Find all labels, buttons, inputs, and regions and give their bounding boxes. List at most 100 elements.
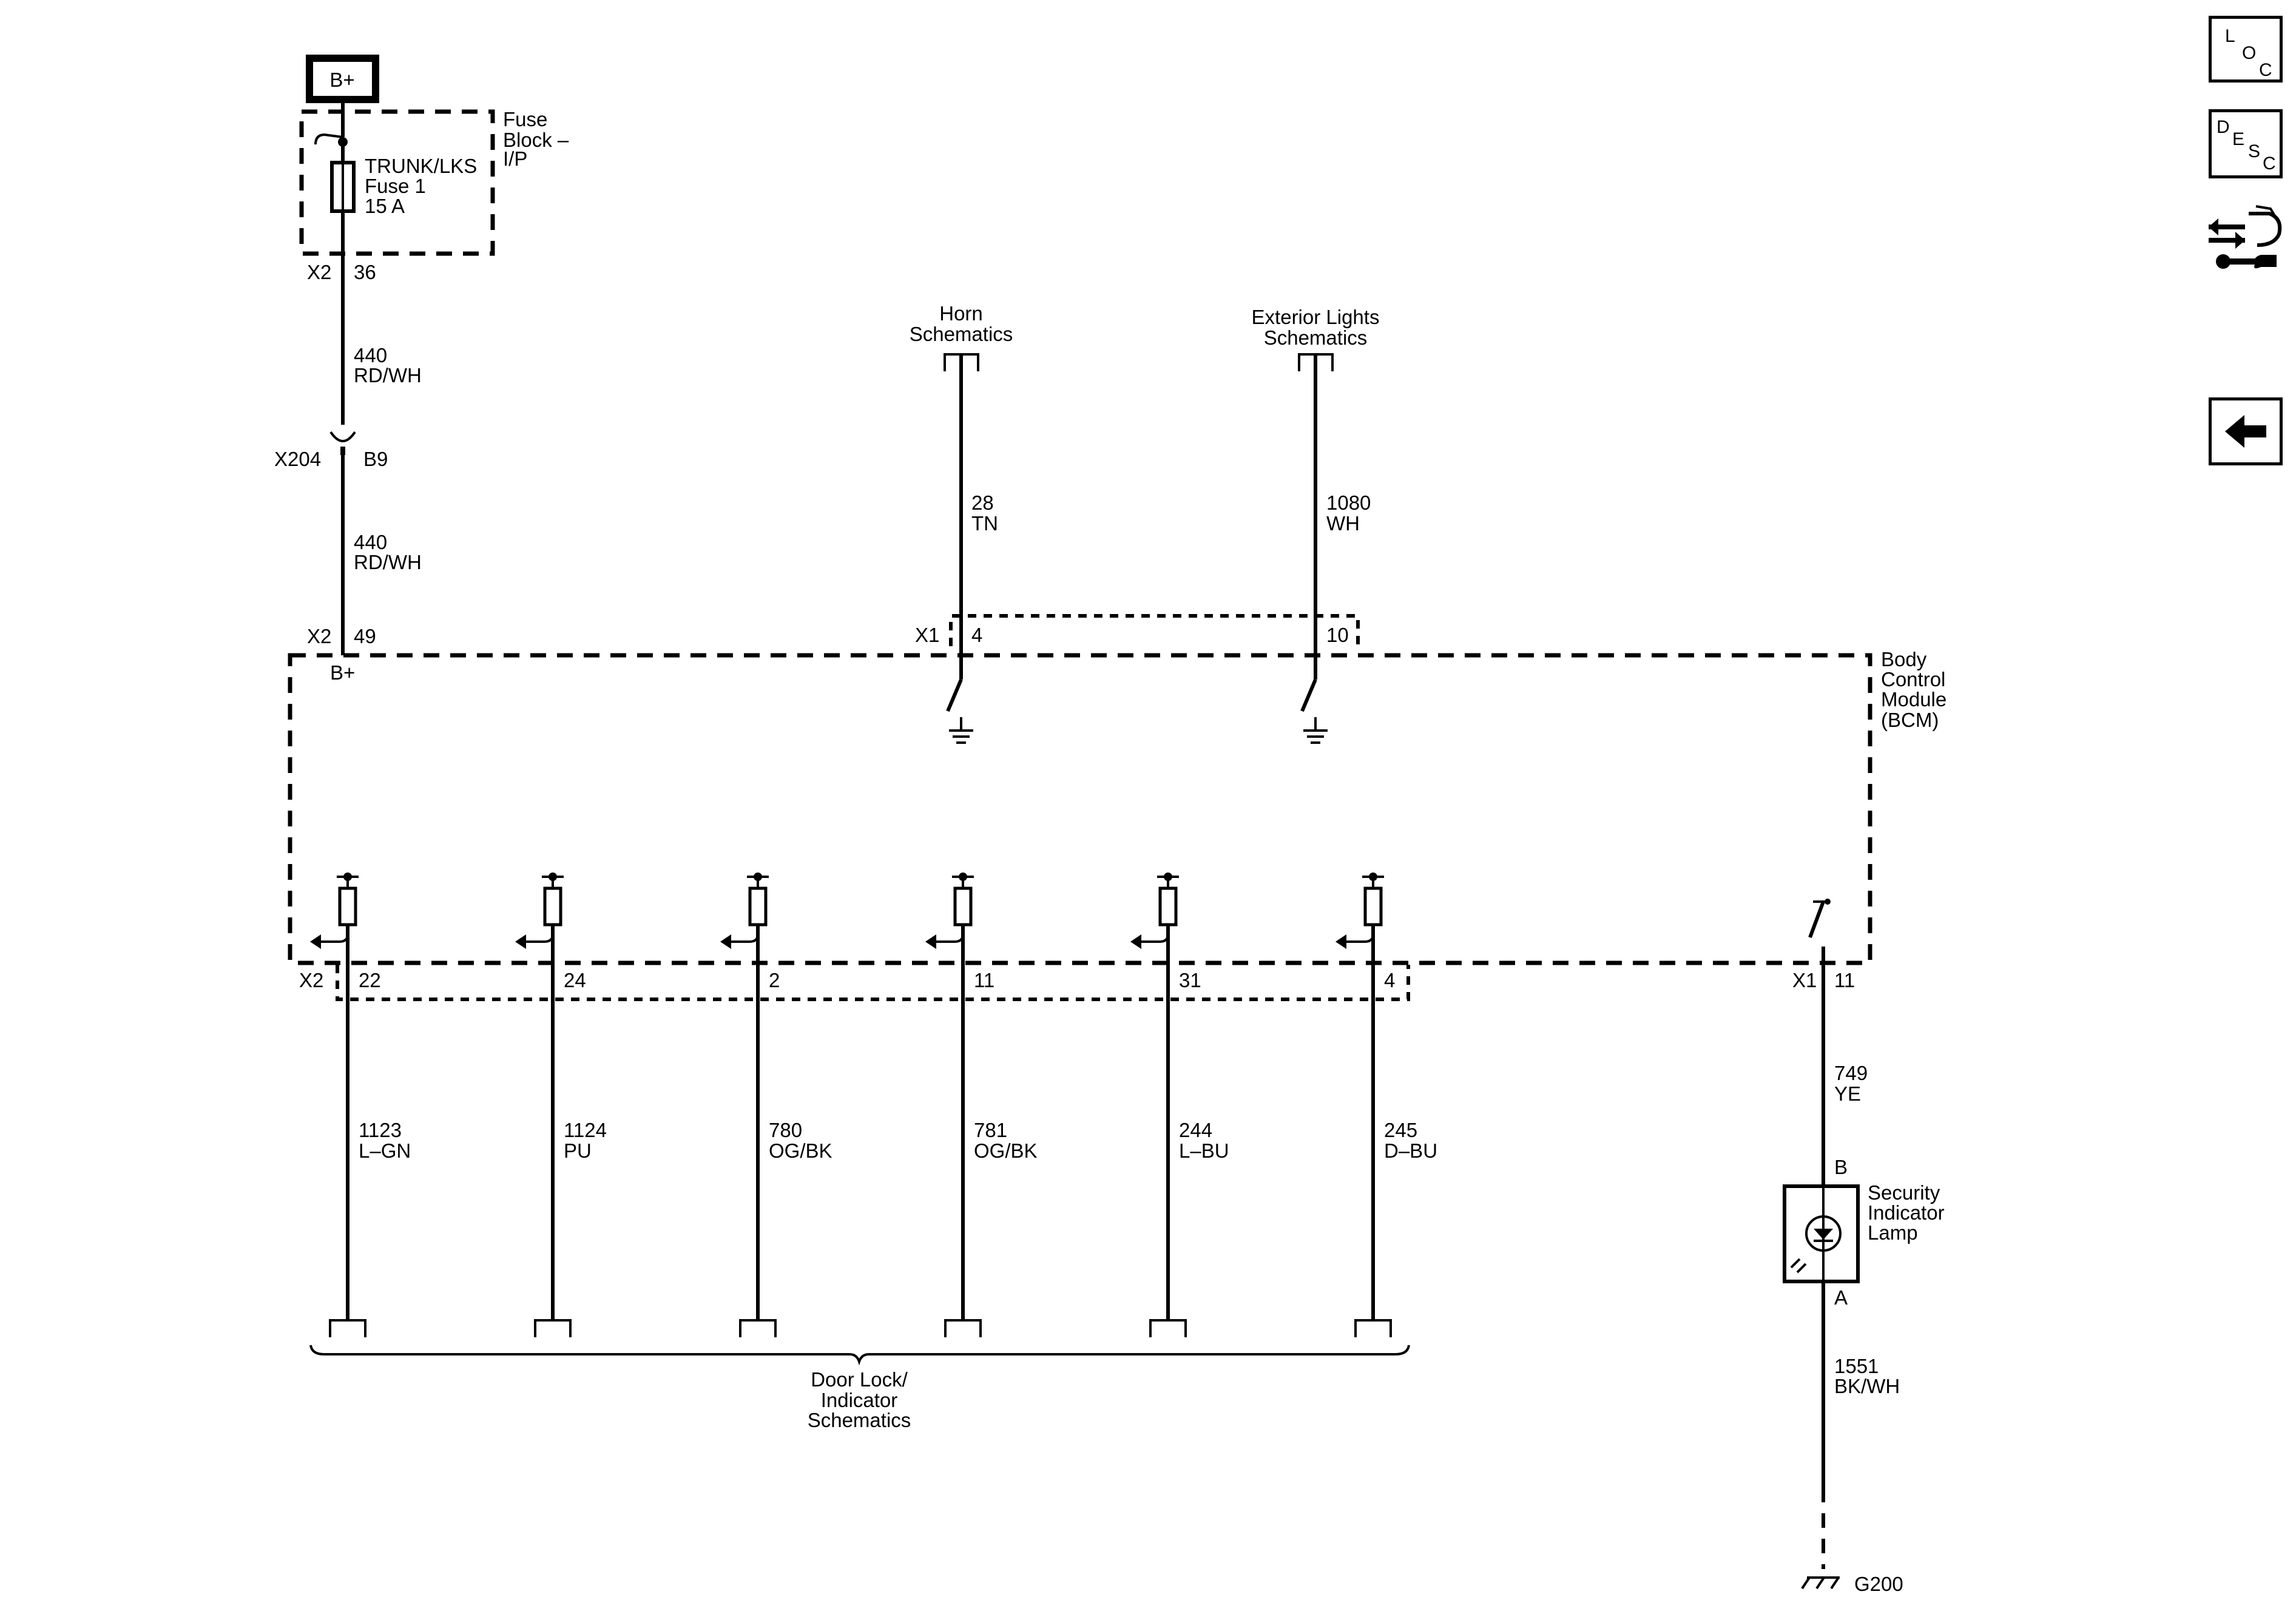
back-arrow-icon bbox=[2225, 415, 2266, 448]
wire-440-lower-color: RD/WH bbox=[354, 551, 422, 573]
output-circuit: 781 bbox=[974, 1119, 1007, 1141]
fuse-block-name-line1: Fuse bbox=[503, 108, 547, 130]
fuse-block-pin: 36 bbox=[354, 261, 376, 283]
output-arrow-icon bbox=[1130, 934, 1141, 949]
exterior-title-line1: Exterior Lights bbox=[1252, 306, 1380, 328]
fuse-number: Fuse 1 bbox=[365, 175, 426, 197]
location-letter-c: C bbox=[2259, 60, 2272, 80]
fuse-rating: 15 A bbox=[365, 195, 405, 217]
output-pin: 22 bbox=[359, 969, 381, 991]
wire-440-upper-circuit: 440 bbox=[354, 344, 387, 366]
security-output-switch bbox=[1808, 900, 1825, 939]
wire-440-upper-color: RD/WH bbox=[354, 364, 422, 387]
horn-title-line1: Horn bbox=[939, 302, 983, 325]
output-arrow-icon bbox=[1335, 934, 1346, 949]
ground-g200: G200 bbox=[1854, 1573, 1903, 1595]
fuse-name: TRUNK/LKS bbox=[365, 155, 477, 177]
inline-connector-symbol bbox=[329, 431, 356, 442]
lamp-pin-b: B bbox=[1834, 1156, 1848, 1178]
horn-circuit: 28 bbox=[971, 491, 994, 514]
bcm-name-line3: Module bbox=[1881, 688, 1947, 711]
fuse-block-name-line3: I/P bbox=[503, 147, 527, 170]
output-reference-bracket bbox=[739, 1319, 777, 1337]
output-arrow-lead bbox=[524, 925, 554, 943]
output-color: D–BU bbox=[1384, 1139, 1437, 1162]
horn-title-line2: Schematics bbox=[910, 323, 1013, 345]
location-button[interactable]: L O C bbox=[2209, 16, 2283, 83]
bcm-outputs: 221123L–GN241124PU2780OG/BK11781OG/BK312… bbox=[310, 873, 1437, 1337]
bcm-feed-label: B+ bbox=[330, 661, 355, 684]
wire-749-color: YE bbox=[1834, 1082, 1861, 1105]
inline-connector-pin: B9 bbox=[363, 448, 388, 470]
battery-positive-label: B+ bbox=[329, 69, 354, 91]
output-circuit: 780 bbox=[769, 1119, 802, 1141]
bcm-feed-connector: X2 bbox=[307, 625, 331, 647]
fuse-tap-symbol bbox=[314, 133, 343, 145]
output-reference-bracket bbox=[1149, 1319, 1187, 1337]
security-connector: X1 bbox=[1792, 969, 1817, 991]
bcm-name-line2: Control bbox=[1881, 668, 1945, 690]
output-arrow-lead bbox=[1139, 925, 1169, 943]
output-reference-bracket bbox=[329, 1319, 366, 1337]
output-circuit: 245 bbox=[1384, 1119, 1417, 1141]
output-color: OG/BK bbox=[769, 1139, 832, 1162]
output-arrow-lead bbox=[934, 925, 964, 943]
output-color: OG/BK bbox=[974, 1139, 1038, 1162]
output-circuit: 1124 bbox=[564, 1119, 607, 1141]
door-lock-title-line1: Door Lock/ bbox=[811, 1368, 908, 1391]
output-arrow-icon bbox=[925, 934, 936, 949]
output-pin: 4 bbox=[1384, 969, 1395, 991]
bcm-feed-pin: 49 bbox=[354, 625, 376, 647]
output-reference-bracket bbox=[944, 1319, 982, 1337]
output-circuit: 244 bbox=[1179, 1119, 1212, 1141]
inline-connector-name: X204 bbox=[274, 448, 321, 470]
output-color: L–GN bbox=[359, 1139, 411, 1162]
output-driver-resistor-icon bbox=[748, 886, 768, 927]
lamp-name-line1: Security bbox=[1868, 1181, 1940, 1204]
output-reference-bracket bbox=[534, 1319, 572, 1337]
output-arrow-lead bbox=[1344, 925, 1374, 943]
security-pin: 11 bbox=[1834, 969, 1855, 991]
output-arrow-icon bbox=[515, 934, 526, 949]
output-driver-resistor-icon bbox=[543, 886, 562, 927]
fuse-block-outline bbox=[299, 109, 495, 256]
exterior-pin: 10 bbox=[1326, 624, 1349, 646]
lamp-name-line2: Indicator bbox=[1868, 1201, 1945, 1224]
bcm-outline bbox=[288, 653, 1872, 965]
exterior-output-switch bbox=[1300, 678, 1317, 712]
output-arrow-lead bbox=[729, 925, 759, 943]
outputs-connector: X2 bbox=[299, 969, 323, 991]
back-button[interactable] bbox=[2209, 397, 2283, 465]
door-lock-brace bbox=[309, 1345, 1410, 1366]
output-driver-resistor-icon bbox=[953, 886, 973, 927]
horn-pin: 4 bbox=[971, 624, 982, 646]
output-arrow-lead bbox=[319, 925, 349, 943]
exterior-color: WH bbox=[1326, 512, 1360, 535]
wire-440-lower-circuit: 440 bbox=[354, 531, 387, 553]
description-button[interactable]: D E S C bbox=[2209, 109, 2283, 178]
bcm-x1-connector: X1 bbox=[915, 624, 939, 646]
description-letter-d: D bbox=[2217, 117, 2230, 137]
description-letter-e: E bbox=[2232, 129, 2245, 149]
bcm-name-line4: (BCM) bbox=[1881, 709, 1939, 731]
description-letter-s: S bbox=[2248, 141, 2261, 161]
exterior-title-line2: Schematics bbox=[1264, 326, 1368, 349]
output-pin: 11 bbox=[974, 969, 994, 991]
output-pin: 31 bbox=[1179, 969, 1201, 991]
lamp-pin-a: A bbox=[1834, 1286, 1848, 1309]
output-driver-resistor-icon bbox=[1363, 886, 1383, 927]
bcm-name-line1: Body bbox=[1881, 648, 1927, 670]
location-letter-o: O bbox=[2242, 43, 2257, 63]
output-pin: 2 bbox=[769, 969, 780, 991]
location-letter-l: L bbox=[2225, 26, 2235, 46]
door-lock-title-line2: Indicator bbox=[821, 1389, 898, 1411]
connector-tool-icon[interactable] bbox=[2209, 205, 2282, 269]
door-lock-title-line3: Schematics bbox=[808, 1409, 911, 1431]
bcm-x1-connector-outline bbox=[949, 614, 1360, 646]
output-arrow-icon bbox=[310, 934, 321, 949]
horn-output-switch bbox=[946, 678, 963, 712]
wire-1551-color: BK/WH bbox=[1834, 1375, 1900, 1397]
horn-color: TN bbox=[971, 512, 998, 535]
output-driver-resistor-icon bbox=[338, 886, 357, 927]
fuse-block-name-line2: Block – bbox=[503, 129, 569, 151]
